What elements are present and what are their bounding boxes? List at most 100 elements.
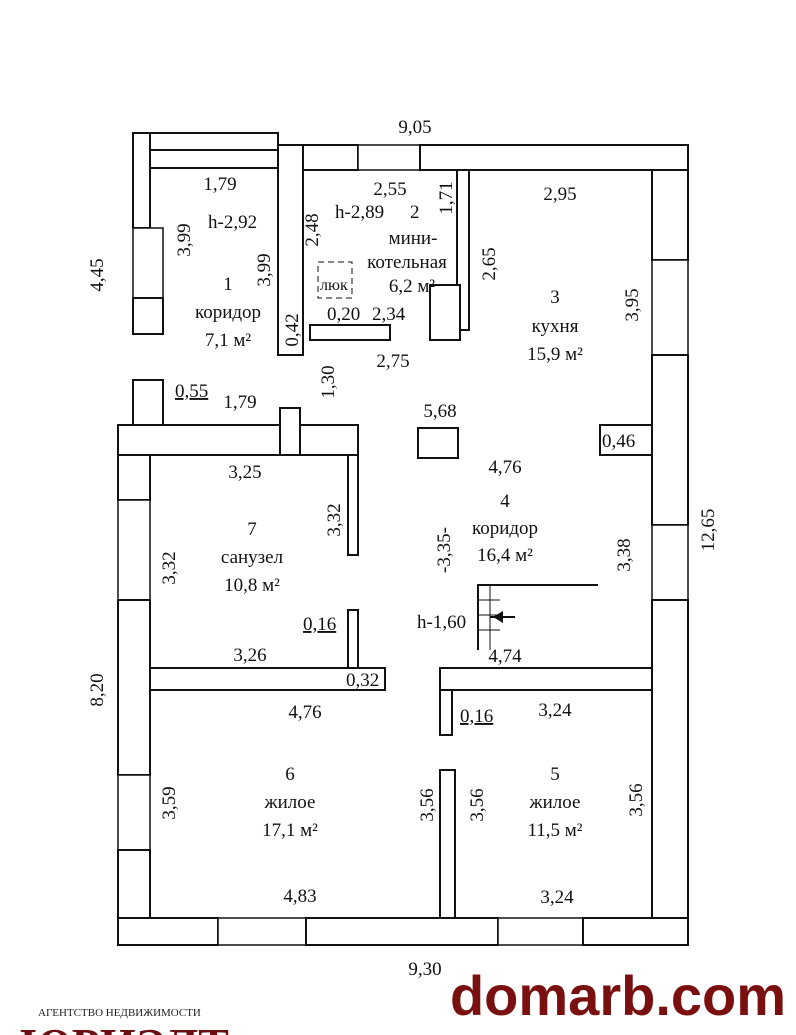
wall [582, 917, 689, 946]
dim-label: 3,99 [254, 253, 275, 286]
room-1-area: 7,1 м² [205, 330, 252, 351]
wall [117, 424, 281, 456]
hatch-outline [317, 261, 353, 299]
dim-label: 1,79 [223, 392, 256, 413]
room-2-area: 6,2 м² [389, 276, 436, 297]
wall [347, 454, 359, 556]
wall [439, 689, 453, 736]
room-1-name: коридор [195, 302, 261, 323]
dim-label: 4,76 [288, 702, 321, 723]
dim-label: -3,35- [434, 527, 455, 573]
dim-label: 4,83 [283, 886, 316, 907]
wall [132, 132, 151, 229]
dim-label: 3,26 [233, 645, 266, 666]
dim-bottom: 9,30 [408, 959, 441, 980]
dim-label: 3,59 [159, 786, 180, 819]
wall [299, 424, 359, 456]
wall [429, 284, 461, 341]
walls [117, 132, 689, 946]
room-2-height: h-2,89 [335, 202, 384, 223]
room-3-number: 3 [550, 287, 560, 308]
dim-label: 0,55 [175, 381, 208, 402]
dim-label: 5,68 [423, 401, 456, 422]
dim-label: 1,71 [436, 181, 457, 214]
dim-left-lower: 8,20 [87, 673, 108, 706]
room-5-number: 5 [550, 764, 560, 785]
window [117, 774, 151, 851]
wall [599, 424, 653, 456]
dim-label: 3,56 [417, 788, 438, 821]
room-5-name: жилое [529, 792, 581, 813]
room-1-number: 1 [223, 274, 233, 295]
room-6-number: 6 [285, 764, 295, 785]
dim-label: 3,24 [540, 887, 574, 908]
wall [277, 144, 304, 356]
stairs [477, 584, 598, 650]
dim-left-upper: 4,45 [87, 258, 108, 291]
room-6-area: 17,1 м² [262, 820, 318, 841]
dim-label: 3,99 [174, 223, 195, 256]
wall [651, 169, 689, 261]
wall [305, 917, 499, 946]
room-7-number: 7 [247, 519, 257, 540]
window [651, 524, 689, 601]
dim-label: 0,46 [602, 431, 635, 452]
dim-label: 2,65 [479, 247, 500, 280]
dim-label: 2,48 [302, 213, 323, 246]
wall [651, 354, 689, 526]
dim-top: 9,05 [398, 117, 431, 138]
window [132, 227, 164, 299]
room-3-name: кухня [532, 316, 579, 337]
room-4-area: 16,4 м² [477, 545, 533, 566]
room-7-area: 10,8 м² [224, 575, 280, 596]
dimensions: 9,05 9,30 1 2,65 8,20 4,45 1,79 3,99 3,99… [87, 117, 719, 980]
dim-label: 1,30 [318, 365, 339, 398]
wall [347, 609, 359, 669]
room-1-height: h-2,92 [208, 212, 257, 233]
room-2-name-2: котельная [367, 252, 447, 273]
room-2-name-1: мини- [389, 228, 438, 249]
dim-label: 3,32 [159, 551, 180, 584]
window [217, 917, 307, 946]
wall [132, 379, 164, 426]
dim-label: 3,24 [538, 700, 572, 721]
room-labels: 1 коридор 7,1 м² h-2,92 2 мини- котельна… [195, 202, 583, 841]
wall [132, 132, 279, 151]
wall [117, 917, 219, 946]
wall [132, 297, 164, 335]
wall [651, 599, 689, 919]
dim-label: 2,75 [376, 351, 409, 372]
watermark-site: domarb.com [450, 964, 786, 1027]
dim-label: 2,55 [373, 179, 406, 200]
dim-label: 3,56 [626, 783, 647, 816]
dim-label: 0,16 [303, 614, 336, 635]
wall [439, 769, 456, 919]
dim-label: 3,25 [228, 462, 261, 483]
wall [309, 324, 391, 341]
room-3-area: 15,9 м² [527, 344, 583, 365]
dim-label: 0,32 [346, 670, 379, 691]
wall [419, 144, 689, 171]
window [651, 259, 689, 356]
dim-label: 0,16 [460, 706, 493, 727]
room-4-number: 4 [500, 491, 510, 512]
window [357, 144, 421, 171]
dim-label: 4,74 [488, 646, 522, 667]
wall [149, 667, 386, 691]
dim-label: 2,95 [543, 184, 576, 205]
agency-caption: АГЕНТСТВО НЕДВИЖИМОСТИ [38, 1007, 201, 1019]
room-4-name: коридор [472, 518, 538, 539]
dim-label: 2,34 [372, 304, 406, 325]
wall [279, 407, 301, 456]
dim-label: 0,20 [327, 304, 360, 325]
pillar [417, 427, 459, 459]
wall [117, 599, 151, 776]
wall [117, 849, 151, 919]
dim-label: 3,32 [324, 503, 345, 536]
dim-label: 4,76 [488, 457, 521, 478]
dim-label: 1,79 [203, 174, 236, 195]
dim-label: 3,38 [614, 538, 635, 571]
wall [439, 667, 653, 691]
dim-label: 0,42 [282, 313, 303, 346]
